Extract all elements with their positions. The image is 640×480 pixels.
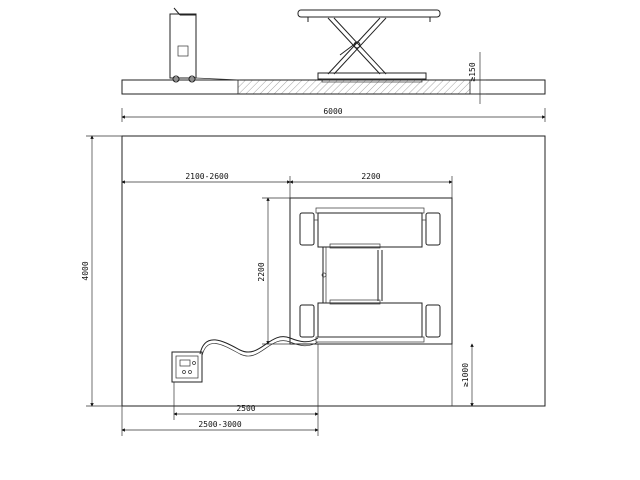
pit-depth-label: ≥150: [468, 62, 477, 81]
front-clearance-label: 2100-2600: [185, 172, 229, 181]
scissor-lift-side: [297, 9, 441, 83]
side-elevation-view: ≥150: [121, 7, 546, 104]
platform-lower: [299, 299, 441, 343]
overall-width-dimension: 6000: [121, 107, 546, 122]
console-range-dimension: 2500-3000: [121, 406, 319, 436]
overall-depth-label: 4000: [81, 261, 90, 280]
console-range-label: 2500-3000: [198, 420, 242, 429]
hydraulic-hose: [199, 336, 319, 355]
platform-upper: [299, 207, 441, 249]
platform-depth-label: 2200: [257, 262, 266, 281]
platform-depth-dimension: 2200: [257, 197, 290, 345]
console-offset-dimension: 2500: [173, 344, 319, 436]
pit-hatching: [237, 79, 471, 95]
console-plan: [171, 351, 203, 383]
overall-depth-dimension: 4000: [81, 135, 122, 407]
console-offset-label: 2500: [236, 404, 255, 413]
side-clearance-label: ≥1000: [461, 363, 470, 387]
platform-width-dimension: 2200: [289, 172, 453, 200]
side-clearance-dimension: ≥1000: [451, 343, 474, 407]
pit-outline: [289, 197, 453, 345]
front-clearance-dimension: 2100-2600: [121, 172, 291, 184]
plan-view: 4000 2100-2600 2200 2200: [81, 135, 546, 436]
overall-width-label: 6000: [323, 107, 342, 116]
room-outline: [121, 135, 546, 407]
platform-width-label: 2200: [361, 172, 380, 181]
platform-rails: [321, 247, 383, 303]
console-cart-side: [169, 7, 241, 83]
pit-depth-dimension: ≥150: [468, 52, 486, 104]
